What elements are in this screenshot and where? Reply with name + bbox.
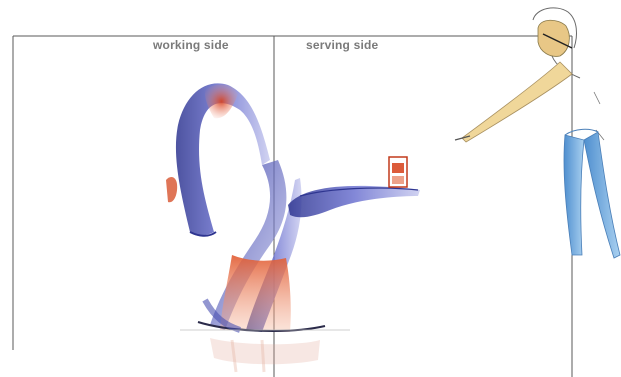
serving-side-label: serving side (306, 38, 378, 52)
waist-stroke (565, 129, 598, 135)
left-red-accent (166, 177, 177, 202)
head (538, 20, 569, 56)
floor-reflection (210, 338, 320, 364)
working-side-label: working side (153, 38, 229, 52)
drink-cup-sketch (389, 157, 407, 187)
trouser-left-leg (564, 135, 584, 255)
upper-red-accent (205, 84, 238, 118)
standing-person-sketch (455, 8, 620, 258)
serving-tray (288, 186, 420, 217)
outstretched-arm (462, 62, 572, 142)
lower-red-fill (220, 255, 291, 332)
detail-strokes (594, 92, 604, 140)
trouser-right-leg (584, 132, 620, 258)
serving-bar-sketch (166, 83, 420, 372)
